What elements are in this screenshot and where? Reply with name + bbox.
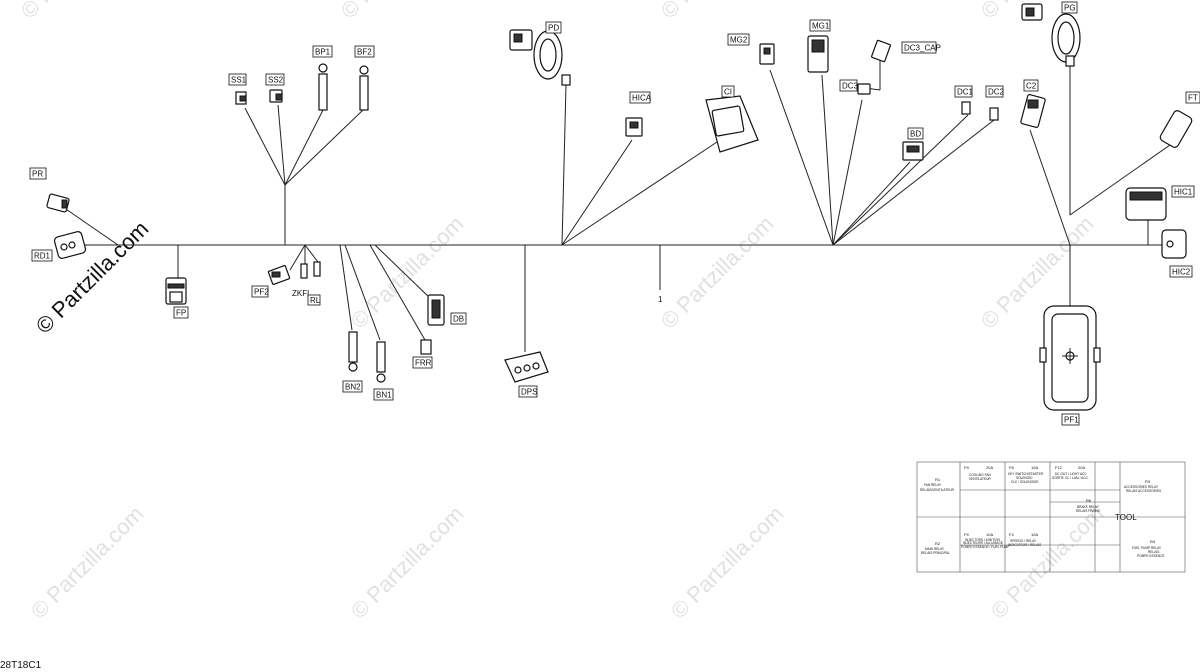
label-ft: FT bbox=[1188, 94, 1198, 103]
label-pf1: PF1 bbox=[1064, 416, 1079, 425]
connector-fp: FP bbox=[165, 245, 189, 319]
fuse-f8-amp: 10A bbox=[1031, 465, 1038, 470]
label-rd1: RD1 bbox=[34, 252, 51, 261]
fuse-f12-amp: 20A bbox=[1078, 465, 1085, 470]
fuse-f12-desc2: SORTIE CC / LUM / ACC. bbox=[1052, 476, 1089, 480]
label-zkfl: ZKFL bbox=[292, 289, 312, 298]
fuse-r1: R1 bbox=[935, 477, 941, 482]
harness-ref: 1 bbox=[658, 295, 663, 304]
label-dc1: DC1 bbox=[957, 88, 974, 97]
watermark: © Partzilla.com bbox=[346, 211, 469, 334]
label-dc2: DC2 bbox=[988, 88, 1005, 97]
label-bn2: BN2 bbox=[345, 383, 361, 392]
fuse-r1-desc2: RELAIS/VENTILATEUR bbox=[920, 488, 955, 492]
fuse-r4-desc1: FUEL PUMP RELAY bbox=[1132, 546, 1162, 550]
fuse-f4-amp: 10A bbox=[1031, 532, 1038, 537]
watermark: © Partzilla.com bbox=[336, 0, 459, 24]
label-hic2: HIC2 bbox=[1172, 268, 1191, 277]
fuse-r6-desc2: RELAIS FREINS bbox=[1076, 509, 1100, 513]
fuse-f12-desc1: DC OUT / LIGHT ACC. bbox=[1055, 472, 1088, 476]
fuse-f8-desc2: SOLENOID bbox=[1016, 476, 1033, 480]
label-ci: CI bbox=[724, 88, 732, 97]
label-bd: BD bbox=[910, 130, 921, 139]
label-dc3: DC3 bbox=[842, 82, 859, 91]
label-bf2: BF2 bbox=[357, 48, 372, 57]
fuse-label-chart: R1 FAN RELAY RELAIS/VENTILATEUR F9 20A C… bbox=[916, 461, 1186, 573]
fuse-r3-desc1: ACCESSORIES RELAY bbox=[1124, 485, 1159, 489]
label-pg: PG bbox=[1064, 4, 1076, 13]
branch-pf2: PF2 ZKFL RL bbox=[251, 244, 321, 306]
fuse-f4: F4 bbox=[1009, 532, 1014, 537]
label-hic1: HIC1 bbox=[1174, 188, 1193, 197]
label-fp: FP bbox=[176, 309, 186, 318]
branch-bn-frr-db: BN2 BN1 FRR DB bbox=[339, 244, 467, 401]
fuse-f5-desc2: INJECTEURS / ALLUMAGE bbox=[963, 541, 1003, 545]
fuse-r3-desc2: RELAIS ACCESSOIRES bbox=[1126, 489, 1161, 493]
connector-dps: DPS bbox=[504, 245, 549, 398]
watermark: © Partzilla.com bbox=[346, 501, 469, 624]
fuse-f9-amp: 20A bbox=[986, 465, 993, 470]
branch-pd-hica-ci: PD HICA CI bbox=[509, 21, 759, 246]
fuse-f9: F9 bbox=[964, 465, 969, 470]
label-mg1: MG1 bbox=[812, 22, 830, 31]
watermark: © Partzilla.com bbox=[656, 211, 779, 334]
fuse-f9-desc2: VENTILATEUR bbox=[969, 477, 991, 481]
fuse-f12: F12 bbox=[1055, 465, 1063, 470]
label-pr: PR bbox=[32, 170, 43, 179]
label-ss2: SS2 bbox=[268, 76, 284, 85]
main-watermark: © Partzilla.com bbox=[31, 216, 154, 339]
fuse-r6: R6 bbox=[1086, 498, 1092, 503]
fuse-r4: R4 bbox=[1150, 539, 1156, 544]
label-dc3cap: DC3_CAP bbox=[904, 44, 941, 53]
fuse-f8-desc3: CLE / SOLENOIDE bbox=[1011, 480, 1038, 484]
watermark: © Partzilla.com bbox=[666, 501, 789, 624]
label-ss1: SS1 bbox=[231, 76, 247, 85]
branch-mg-dc-bd: MG2 MG1 DC3_CAP DC3 BD DC1 DC2 bbox=[727, 19, 1005, 246]
document-id: 28T18C1 bbox=[0, 660, 42, 671]
fuse-r2-desc1: MAIN RELAY bbox=[925, 547, 945, 551]
fuse-r4-desc3: POMPE ESSENCE bbox=[1137, 554, 1165, 558]
label-mg2: MG2 bbox=[730, 36, 748, 45]
connector-pr: PR bbox=[29, 167, 119, 246]
fuse-f5-amp: 10A bbox=[986, 532, 993, 537]
fuse-r1-desc1: FAN RELAY bbox=[924, 483, 942, 487]
label-db: DB bbox=[453, 315, 464, 324]
label-bn1: BN1 bbox=[376, 391, 392, 400]
fuse-r2-desc2: RELAIS PRINCIPAL bbox=[921, 551, 950, 555]
fuse-f5-desc1: INJECTORS / IGNITION bbox=[965, 538, 1001, 542]
fuse-f4-desc2: INDICATEUR / RELAIS bbox=[1008, 543, 1041, 547]
label-pd: PD bbox=[548, 24, 559, 33]
label-pf2: PF2 bbox=[254, 288, 269, 297]
label-dps: DPS bbox=[521, 388, 537, 397]
label-bp1: BP1 bbox=[315, 48, 331, 57]
branch-ss-bp: SS1 SS2 BP1 BF2 bbox=[228, 45, 375, 245]
watermark: © Partzilla.com bbox=[26, 501, 149, 624]
fuse-f9-desc1: COOLING FAN bbox=[969, 473, 991, 477]
connector-rd1: RD1 bbox=[31, 231, 95, 262]
fuse-f8-desc1: KEY SWITCH/STARTER bbox=[1008, 472, 1044, 476]
label-frr: FRR bbox=[415, 359, 432, 368]
label-hica: HICA bbox=[632, 94, 652, 103]
fuse-tool: TOOL bbox=[1115, 513, 1137, 522]
watermark: © Partzilla.com bbox=[656, 0, 779, 24]
fuse-f5-desc3: POMPE ESSENCE / FUEL PUMP bbox=[961, 545, 1009, 549]
watermark: © Partzilla.com bbox=[986, 501, 1109, 624]
fuse-f5: F5 bbox=[964, 532, 969, 537]
fuse-r3: R3 bbox=[1145, 479, 1151, 484]
fuse-r2: R2 bbox=[935, 541, 941, 546]
branch-right: PG C2 FT HIC1 HIC2 PF1 bbox=[1020, 1, 1200, 426]
label-rl: RL bbox=[310, 296, 321, 305]
fuse-r6-desc1: BRAKE RELAY bbox=[1077, 505, 1100, 509]
watermark: © Partzilla.com bbox=[16, 0, 139, 24]
fuse-r4-desc2: RELAIS bbox=[1148, 550, 1159, 554]
label-c2: C2 bbox=[1026, 82, 1037, 91]
fuse-f8: F8 bbox=[1009, 465, 1014, 470]
fuse-f4-desc1: SPEEDO / RELAY bbox=[1010, 539, 1037, 543]
